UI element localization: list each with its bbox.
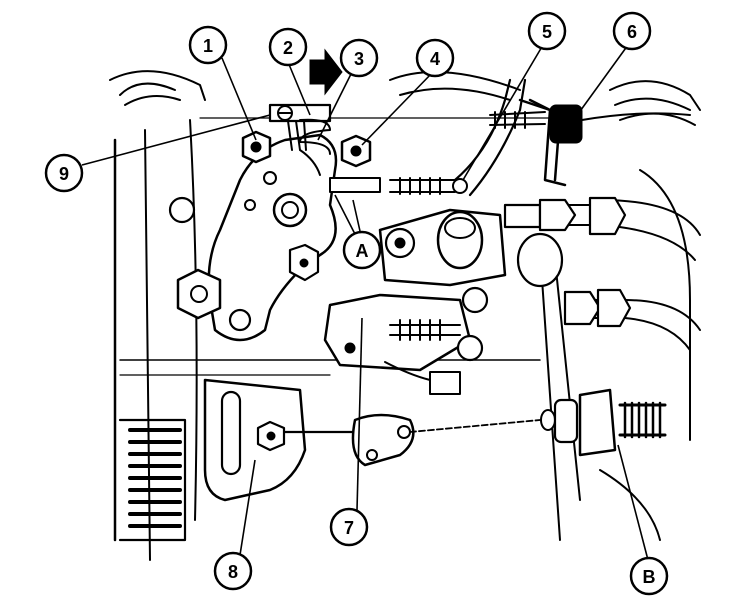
threaded-rod-5 (329, 78, 527, 197)
callout-a: A (342, 230, 382, 270)
bolt-1 (241, 130, 272, 164)
spring-3 (299, 118, 331, 155)
callout-5: 5 (527, 11, 567, 51)
callout-label: B (643, 567, 656, 587)
callout-label: 2 (283, 38, 293, 58)
lever-6 (489, 98, 691, 187)
callout-b: B (629, 556, 669, 596)
callout-label: 6 (627, 22, 637, 42)
callout-label: 7 (344, 518, 354, 538)
callout-4: 4 (415, 38, 455, 78)
right-arrow-icon (309, 48, 343, 96)
callout-7: 7 (329, 507, 369, 547)
cable-b (540, 388, 667, 457)
bracket-8 (203, 378, 307, 502)
callout-label: 5 (542, 22, 552, 42)
linkage-rod (283, 413, 541, 467)
pump-head (378, 196, 632, 328)
callout-2: 2 (268, 27, 308, 67)
adjusting-screw-2 (268, 103, 332, 151)
callout-label: 3 (354, 49, 364, 69)
callout-label: 1 (203, 36, 213, 56)
background-engine-outline (109, 70, 701, 561)
callout-8: 8 (213, 551, 253, 591)
lever-plate (207, 133, 338, 342)
callout-label: 9 (59, 164, 69, 184)
callout-label: A (356, 241, 369, 261)
callout-9: 9 (44, 153, 84, 193)
callout-label: 4 (430, 49, 440, 69)
left-large-nut (168, 196, 252, 332)
callout-label: 8 (228, 562, 238, 582)
callout-1: 1 (188, 25, 228, 65)
leader-lines (81, 44, 649, 561)
callout-6: 6 (612, 11, 652, 51)
callout-3: 3 (339, 38, 379, 78)
